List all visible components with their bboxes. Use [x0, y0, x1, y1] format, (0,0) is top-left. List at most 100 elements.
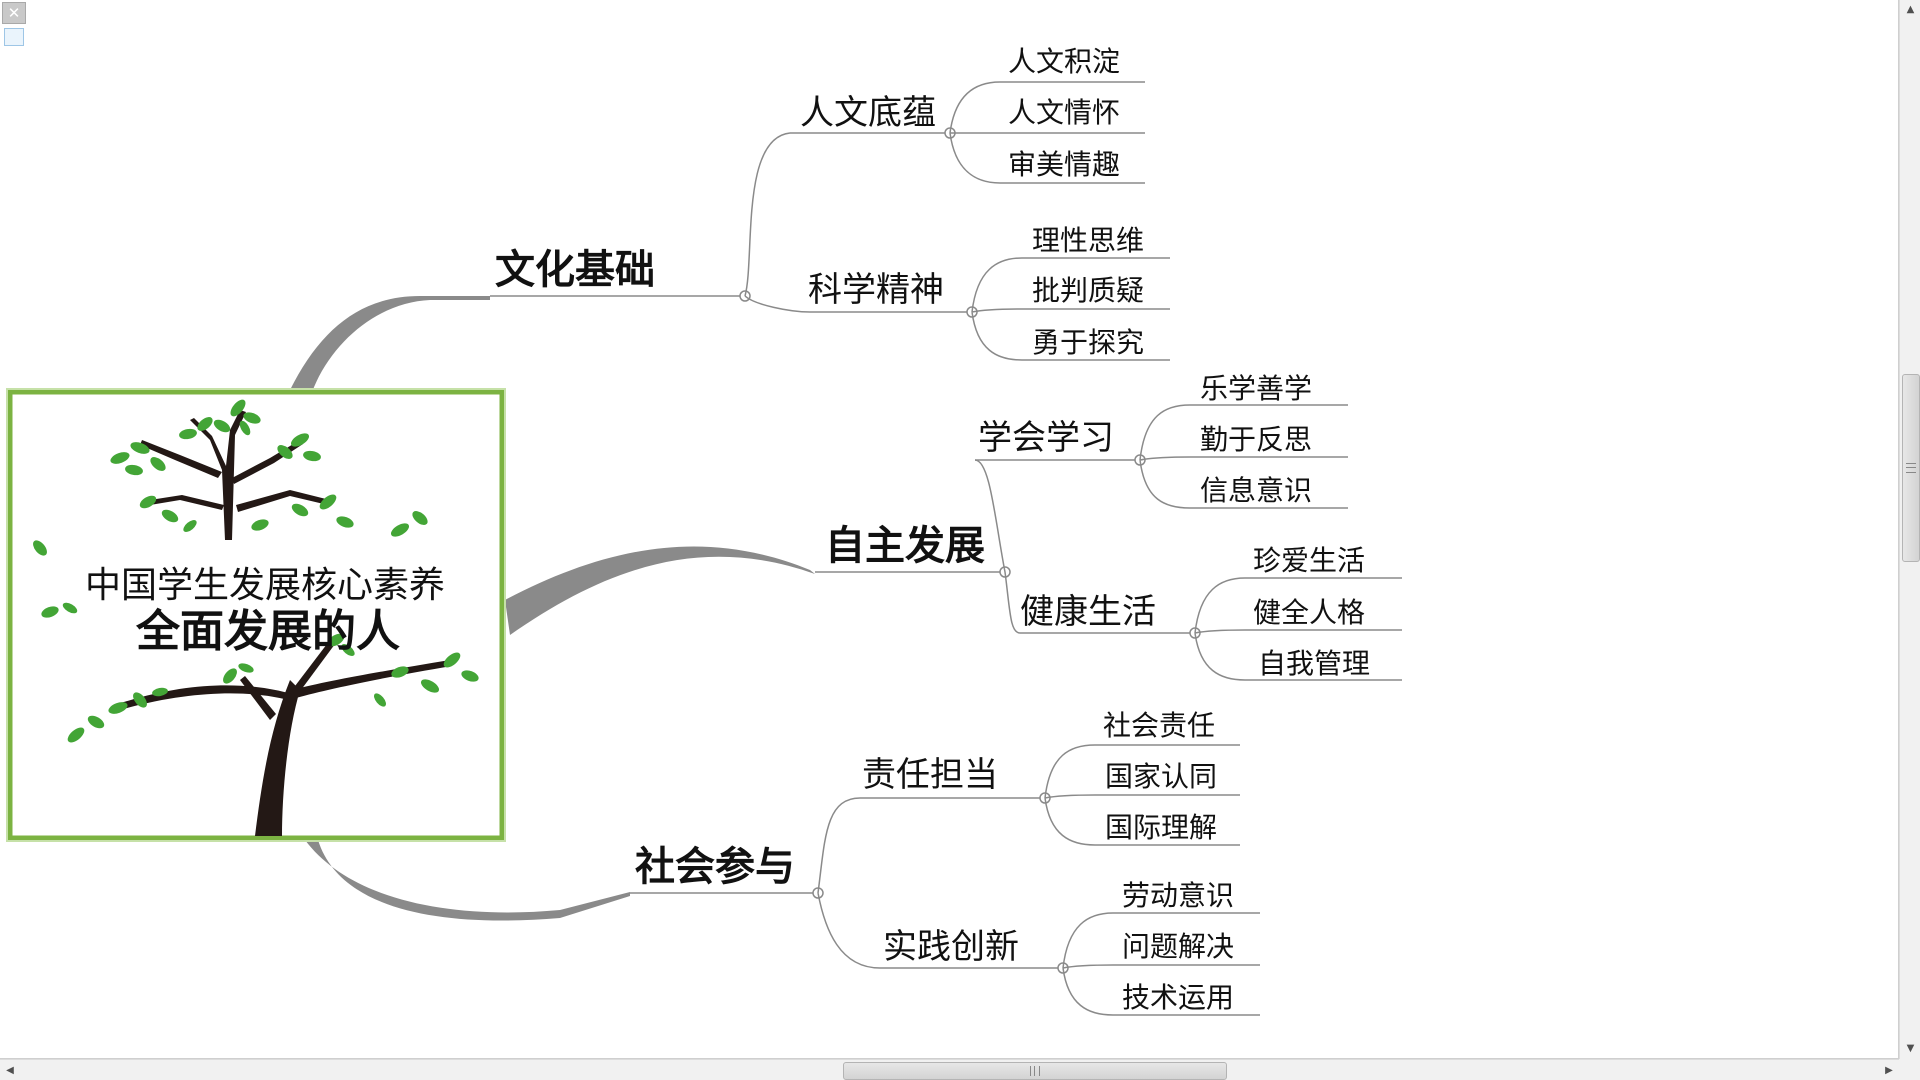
close-icon[interactable]: ✕: [2, 2, 26, 24]
node-diligent-reflection[interactable]: 勤于反思: [1200, 423, 1312, 456]
node-culture-foundation[interactable]: 文化基础: [495, 246, 655, 293]
tree-leaves: [33, 399, 479, 743]
central-node[interactable]: 中国学生发展核心素养 全面发展的人: [6, 388, 506, 842]
leaf: [125, 464, 143, 476]
horizontal-scrollbar[interactable]: ◀ ▶: [0, 1059, 1899, 1080]
leaf: [336, 516, 354, 528]
leaf: [133, 692, 147, 708]
leaf: [238, 663, 254, 673]
tree-upper-trunk: [190, 410, 246, 540]
leaf: [443, 652, 461, 668]
node-problem-solving[interactable]: 问题解决: [1122, 930, 1234, 963]
horizontal-scroll-thumb[interactable]: [843, 1062, 1227, 1080]
central-node-subtitle: 全面发展的人: [135, 606, 400, 657]
leaf: [420, 679, 440, 693]
leaf: [291, 503, 309, 517]
connector: [971, 257, 1023, 361]
node-rational-thinking[interactable]: 理性思维: [1032, 224, 1144, 257]
leaf: [243, 412, 261, 424]
node-practice-innovation[interactable]: 实践创新: [883, 927, 1019, 967]
image-icon[interactable]: [4, 28, 24, 46]
tree-lower-trunk: [255, 680, 300, 836]
leaf: [197, 417, 213, 431]
node-labor-awareness[interactable]: 劳动意识: [1122, 879, 1234, 912]
leaf: [251, 519, 269, 531]
node-humanistic-sentiment[interactable]: 人文情怀: [1008, 96, 1120, 129]
node-national-identity[interactable]: 国家认同: [1105, 760, 1217, 793]
branch-social: 社会参与 责任担当 社会责任 国家认同 国际理解 实践创新 劳动意识: [630, 709, 1260, 1016]
leaf: [108, 702, 128, 714]
mindmap-svg: 中国学生发展核心素养 全面发展的人 文化基础 人文底蕴 人文积淀 人文情怀 审美…: [6, 45, 1402, 1016]
mindmap-canvas[interactable]: 中国学生发展核心素养 全面发展的人 文化基础 人文底蕴 人文积淀 人文情怀 审美…: [0, 0, 1899, 1059]
leaf: [374, 693, 386, 707]
branch-autonomy: 自主发展 学会学习 乐学善学 勤于反思 信息意识 健康生活 珍爱生活: [815, 372, 1402, 681]
node-healthy-living[interactable]: 健康生活: [1020, 592, 1156, 632]
node-sound-personality[interactable]: 健全人格: [1253, 596, 1365, 629]
branch-culture: 文化基础 人文底蕴 人文积淀 人文情怀 审美情趣 科学精神 理性思维: [490, 45, 1170, 361]
node-information-awareness[interactable]: 信息意识: [1200, 474, 1312, 507]
node-scientific-spirit[interactable]: 科学精神: [808, 270, 944, 310]
node-critical-questioning[interactable]: 批判质疑: [1032, 274, 1144, 307]
leaf: [412, 511, 428, 525]
scrollbar-corner: [1899, 1059, 1920, 1080]
tree-lower-branch-right: [292, 660, 452, 698]
leaf: [161, 509, 179, 523]
leaf: [183, 520, 197, 532]
node-international-understanding[interactable]: 国际理解: [1105, 811, 1217, 844]
node-humanistic-accumulation[interactable]: 人文积淀: [1008, 45, 1120, 78]
leaf: [130, 442, 150, 454]
connector: [1139, 404, 1191, 509]
leaf: [62, 602, 78, 614]
leaf: [290, 433, 310, 447]
node-aesthetic-taste[interactable]: 审美情趣: [1008, 148, 1120, 181]
leaf: [179, 428, 197, 440]
leaf: [223, 668, 237, 684]
leaf: [41, 606, 59, 618]
node-cherish-life[interactable]: 珍爱生活: [1253, 544, 1365, 577]
leaf: [110, 452, 130, 464]
tree-lower-branch-mid: [240, 676, 276, 720]
main-branch-connector-culture: [290, 296, 490, 392]
connector: [949, 81, 1001, 184]
leaf: [277, 445, 293, 459]
leaf: [213, 419, 231, 433]
main-branch-connector-social: [305, 840, 630, 921]
main-branch-connector-autonomy: [505, 546, 815, 635]
node-humanistic-heritage[interactable]: 人文底蕴: [800, 93, 936, 133]
node-learning-to-learn[interactable]: 学会学习: [978, 418, 1114, 458]
node-self-development[interactable]: 自主发展: [825, 522, 985, 569]
vertical-scrollbar[interactable]: ▲ ▼: [1899, 0, 1920, 1059]
connector: [817, 797, 881, 969]
arrow-left-icon[interactable]: ◀: [6, 1065, 14, 1076]
grip-icon: [1030, 1066, 1040, 1076]
tree-illustration: [33, 399, 479, 836]
node-social-participation[interactable]: 社会参与: [635, 843, 795, 890]
arrow-down-icon[interactable]: ▼: [1906, 1043, 1915, 1054]
leaf: [319, 494, 337, 510]
leaf: [303, 450, 321, 462]
connector: [744, 132, 811, 313]
connector: [974, 459, 1021, 634]
arrow-up-icon[interactable]: ▲: [1906, 4, 1915, 15]
central-node-frame-shadow: [6, 388, 506, 842]
leaf: [390, 523, 410, 537]
leaf: [391, 666, 409, 678]
node-courage-to-explore[interactable]: 勇于探究: [1032, 326, 1144, 359]
leaf: [33, 540, 47, 556]
leaf: [152, 687, 168, 697]
leaf: [230, 399, 246, 417]
leaf: [327, 633, 345, 647]
leaf: [341, 644, 355, 656]
node-self-management[interactable]: 自我管理: [1258, 647, 1370, 680]
vertical-scroll-thumb[interactable]: [1902, 374, 1920, 562]
grip-icon: [1906, 463, 1916, 473]
leaf: [67, 727, 85, 743]
connector: [1062, 912, 1114, 1016]
leaf: [139, 495, 157, 509]
node-technology-application[interactable]: 技术运用: [1122, 981, 1234, 1014]
arrow-right-icon[interactable]: ▶: [1885, 1065, 1893, 1076]
node-social-responsibility[interactable]: 社会责任: [1103, 709, 1215, 742]
node-enjoy-learning[interactable]: 乐学善学: [1200, 372, 1312, 405]
node-responsibility[interactable]: 责任担当: [862, 755, 998, 795]
